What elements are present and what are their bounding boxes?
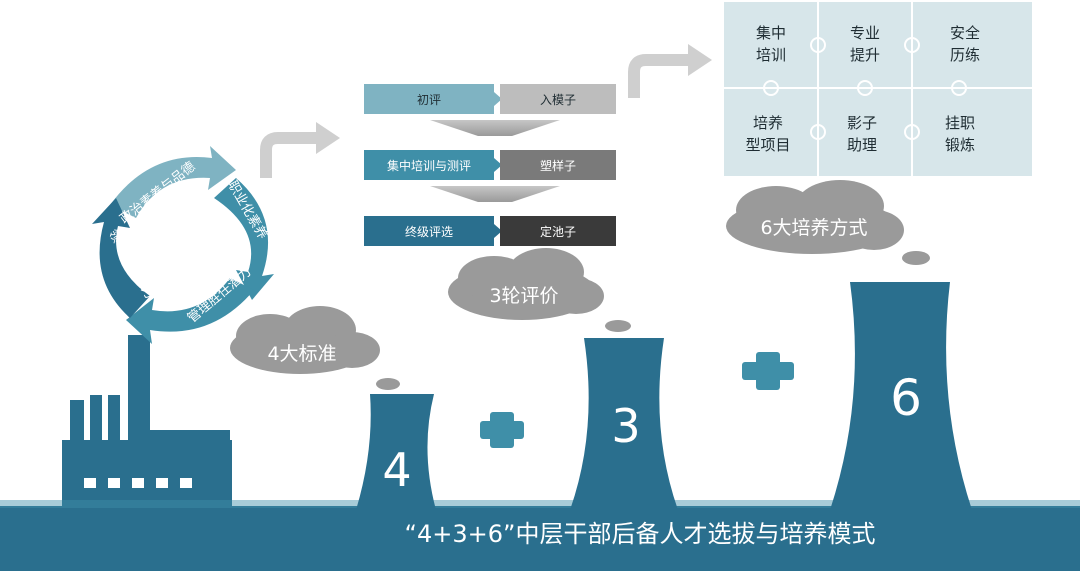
method-tile-4-line2: 型项目 [745, 136, 790, 154]
page-title: “4+3+6”中层干部后备人才选拔与培养模式 [405, 520, 876, 548]
method-tile-3-line1: 安全 [950, 24, 980, 42]
method-tile-3: 安全 历练 [950, 24, 980, 64]
down-arrow-1 [430, 120, 560, 136]
method-tile-6-line2: 锻炼 [945, 136, 975, 154]
method-tile-5-line2: 助理 [847, 136, 877, 154]
round-1: 初评 入模子 [364, 84, 616, 114]
method-tile-3-line2: 历练 [950, 46, 980, 64]
cloud-label-6-methods: 6大培养方式 [760, 217, 867, 239]
method-tile-4-line1: 培养 [753, 114, 783, 132]
cloud-icon [230, 306, 400, 390]
cycle-arrow-icon [92, 146, 274, 344]
factory-icon [62, 335, 232, 520]
plus-icon-1 [480, 412, 524, 448]
round-1-stage: 初评 [417, 93, 441, 107]
down-arrow-2 [430, 186, 560, 202]
cloud-icon [448, 248, 631, 332]
methods-grid [724, 2, 1032, 176]
method-tile-2: 专业 提升 [850, 24, 880, 64]
round-2-stage: 集中培训与测评 [387, 158, 471, 173]
bent-arrow-head-2 [688, 44, 712, 76]
method-tile-2-line1: 专业 [850, 24, 880, 42]
method-tile-6-line1: 挂职 [945, 114, 975, 132]
method-tile-2-line2: 提升 [850, 46, 880, 64]
cloud-3-evaluations: 3轮评价 [448, 248, 631, 332]
round-3-result: 定池子 [540, 224, 576, 239]
tower-number-6: 6 [890, 369, 922, 427]
cooling-tower-4-icon: 4 [356, 394, 436, 510]
cloud-4-standards: 4大标准 [230, 306, 400, 390]
method-tile-1: 集中 培训 [756, 24, 786, 64]
method-tile-6: 挂职 锻炼 [945, 114, 975, 154]
plus-icon-2 [742, 352, 794, 390]
method-tile-1-line1: 集中 [756, 24, 786, 42]
cloud-label-3-evaluations: 3轮评价 [489, 285, 558, 307]
bent-arrow-icon-1 [260, 132, 318, 178]
ground-band [0, 506, 1080, 571]
bent-arrow-head-1 [316, 122, 340, 154]
round-3: 终级评选 定池子 [364, 216, 616, 246]
round-3-stage: 终级评选 [405, 224, 453, 239]
round-2-result: 塑样子 [540, 158, 576, 173]
tower-number-3: 3 [611, 399, 640, 453]
cloud-icon [726, 180, 930, 265]
cloud-6-methods: 6大培养方式 [726, 180, 930, 265]
round-2: 集中培训与测评 塑样子 [364, 150, 616, 180]
cooling-tower-6-icon: 6 [830, 282, 972, 510]
bent-arrow-icon-2 [628, 54, 690, 98]
cloud-label-4-standards: 4大标准 [267, 343, 336, 365]
method-tile-5-line1: 影子 [847, 114, 877, 132]
cooling-tower-3-icon: 3 [570, 338, 678, 510]
method-tile-5: 影子 助理 [847, 114, 877, 154]
method-tile-1-line2: 培训 [756, 46, 786, 64]
method-tile-4: 培养 型项目 [745, 114, 790, 154]
tower-number-4: 4 [382, 443, 411, 497]
round-1-result: 入模子 [540, 93, 576, 107]
